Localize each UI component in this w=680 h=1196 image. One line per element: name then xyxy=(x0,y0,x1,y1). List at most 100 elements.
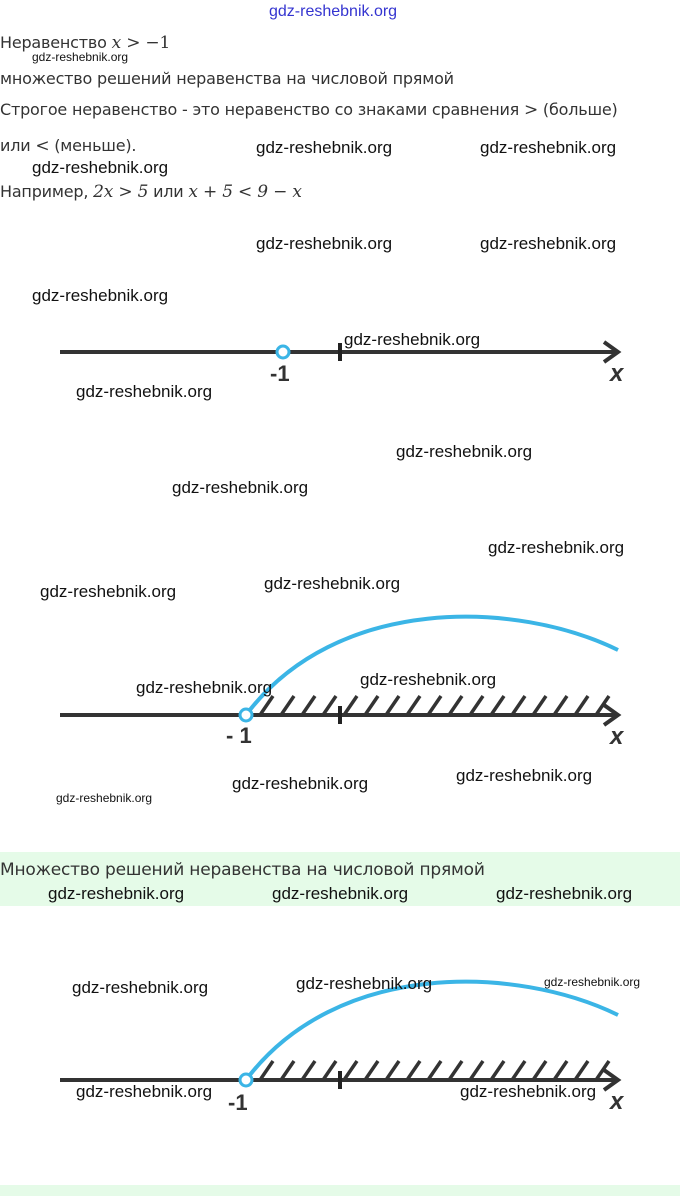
open-point xyxy=(275,344,291,360)
watermark: gdz-reshebnik.org xyxy=(32,286,169,305)
watermark: gdz-reshebnik.org xyxy=(136,678,273,697)
text: Неравенство xyxy=(0,33,112,52)
inequality-heading: Неравенство x > −1 xyxy=(0,33,170,53)
bottom-band xyxy=(0,1185,680,1196)
watermark: gdz-reshebnik.org xyxy=(32,50,129,64)
axis-label: x xyxy=(610,1088,624,1115)
axis-label: x xyxy=(610,360,624,387)
hatch xyxy=(552,1060,569,1081)
hatch xyxy=(489,1060,506,1081)
watermark: gdz-reshebnik.org xyxy=(488,538,625,557)
watermark: gdz-reshebnik.org xyxy=(72,978,209,997)
hatch xyxy=(594,695,611,716)
hatch xyxy=(384,1060,401,1081)
point-label: - 1 xyxy=(226,723,252,748)
open-point xyxy=(238,1072,254,1088)
watermark: gdz-reshebnik.org xyxy=(480,234,617,253)
hatch xyxy=(384,695,401,716)
hatch xyxy=(363,695,380,716)
watermark: gdz-reshebnik.org xyxy=(76,1082,213,1101)
watermark: gdz-reshebnik.org xyxy=(76,382,213,401)
point-label: -1 xyxy=(270,361,290,386)
hatch xyxy=(468,695,485,716)
hatch xyxy=(573,1060,590,1081)
hatch xyxy=(279,695,296,716)
hatch xyxy=(531,1060,548,1081)
hatch xyxy=(489,695,506,716)
hatch xyxy=(405,1060,422,1081)
watermark: gdz-reshebnik.org xyxy=(296,974,433,993)
watermark: gdz-reshebnik.org xyxy=(396,442,533,461)
hatch xyxy=(426,695,443,716)
math: > xyxy=(523,100,539,120)
definition-line-2: или < (меньше). xyxy=(0,136,137,156)
watermark: gdz-reshebnik.org xyxy=(264,574,401,593)
hatch xyxy=(573,695,590,716)
hatch xyxy=(363,1060,380,1081)
text: Например, xyxy=(0,182,94,201)
watermark: gdz-reshebnik.org xyxy=(544,975,641,989)
hatch xyxy=(342,1060,359,1081)
hatch xyxy=(447,695,464,716)
watermark: gdz-reshebnik.org xyxy=(56,791,153,805)
math-var: x xyxy=(111,33,122,53)
open-point xyxy=(238,707,254,723)
hatch xyxy=(447,1060,464,1081)
text: или xyxy=(0,136,36,155)
hatch xyxy=(594,1060,611,1081)
number-line-2 xyxy=(60,614,622,727)
text: (больше) xyxy=(538,100,618,119)
axis-label: x xyxy=(610,723,624,750)
section-band xyxy=(0,852,680,906)
watermark: gdz-reshebnik.org xyxy=(344,330,481,349)
watermark: gdz-reshebnik.org xyxy=(256,138,393,157)
hatch xyxy=(321,695,338,716)
watermark: gdz-reshebnik.org xyxy=(480,138,617,157)
watermark: gdz-reshebnik.org xyxy=(460,1082,597,1101)
subheading: множество решений неравенства на числово… xyxy=(0,69,454,88)
watermark: gdz-reshebnik.org xyxy=(496,884,633,903)
hatch xyxy=(531,695,548,716)
header-link[interactable]: gdz-reshebnik.org xyxy=(269,3,398,20)
text: или xyxy=(148,182,189,201)
hatch xyxy=(468,1060,485,1081)
hatch xyxy=(342,695,359,716)
hatch xyxy=(510,1060,527,1081)
number-line-3 xyxy=(60,979,622,1092)
definition-line: Строгое неравенство - это неравенство со… xyxy=(0,100,618,120)
watermark: gdz-reshebnik.org xyxy=(360,670,497,689)
solution-arc xyxy=(244,614,619,717)
point-label: -1 xyxy=(228,1090,248,1115)
hatch xyxy=(300,1060,317,1081)
math: > −1 xyxy=(120,33,171,53)
hatch xyxy=(510,695,527,716)
math: x + 5 < 9 − x xyxy=(188,182,302,202)
watermark: gdz-reshebnik.org xyxy=(48,884,185,903)
example-line: Например, 2x > 5 или x + 5 < 9 − x xyxy=(0,182,302,202)
watermark: gdz-reshebnik.org xyxy=(456,766,593,785)
hatch xyxy=(279,1060,296,1081)
text: Строгое неравенство - это неравенство со… xyxy=(0,100,524,119)
arrow-icon xyxy=(602,703,622,727)
hatch xyxy=(300,695,317,716)
math: < xyxy=(35,136,50,156)
section-title: Множество решений неравенства на числово… xyxy=(0,860,485,880)
text: (меньше). xyxy=(49,136,137,155)
watermark: gdz-reshebnik.org xyxy=(232,774,369,793)
solution-arc xyxy=(244,979,619,1082)
watermark: gdz-reshebnik.org xyxy=(172,478,309,497)
watermark: gdz-reshebnik.org xyxy=(40,582,177,601)
math: 2x > 5 xyxy=(93,182,149,202)
hatch xyxy=(426,1060,443,1081)
watermark: gdz-reshebnik.org xyxy=(256,234,393,253)
watermark: gdz-reshebnik.org xyxy=(32,158,169,177)
hatch xyxy=(405,695,422,716)
number-line-1 xyxy=(60,340,622,364)
arrow-icon xyxy=(602,340,622,364)
watermark: gdz-reshebnik.org xyxy=(272,884,409,903)
hatch xyxy=(321,1060,338,1081)
hatch xyxy=(258,1060,275,1081)
hatch xyxy=(258,695,275,716)
arrow-icon xyxy=(602,1068,622,1092)
hatch xyxy=(552,695,569,716)
